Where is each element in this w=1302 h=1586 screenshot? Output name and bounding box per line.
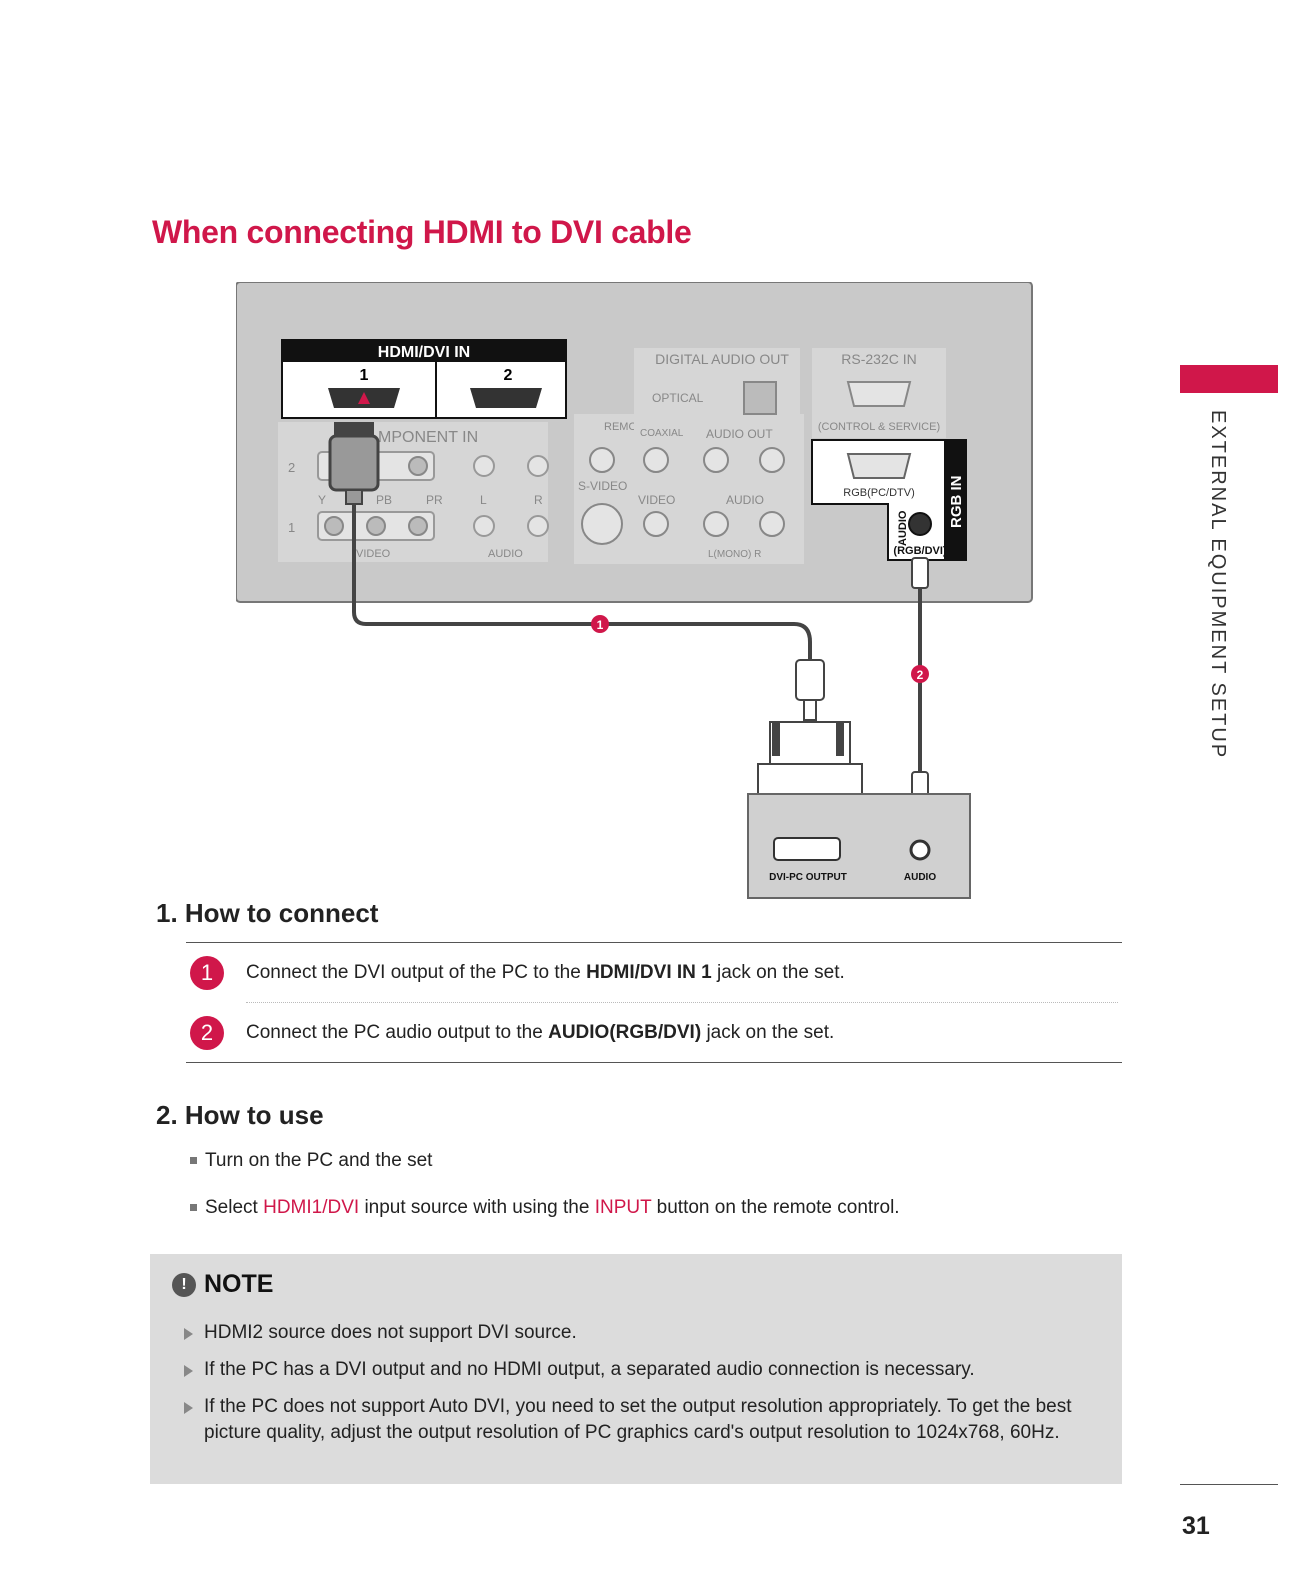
divider <box>186 942 1122 943</box>
footer-rule <box>1180 1484 1278 1485</box>
section-label: EXTERNAL EQUIPMENT SETUP <box>1207 410 1229 760</box>
connect-step-1: 1 Connect the DVI output of the PC to th… <box>190 956 845 990</box>
pc-dvi-output-label: DVI-PC OUTPUT <box>769 872 847 883</box>
comp-y-label: Y <box>318 493 326 507</box>
rgb-port-icon <box>846 453 912 479</box>
control-service-label: (CONTROL & SERVICE) <box>818 421 940 433</box>
pc-audio-label: AUDIO <box>904 872 936 883</box>
badge-1-icon <box>591 615 609 633</box>
rgb-in-bar <box>944 440 966 560</box>
rgb-dvi-label: (RGB/DVI) <box>893 545 947 557</box>
exclamation-icon: ! <box>172 1272 196 1297</box>
pc-audio-jack-icon <box>909 839 931 861</box>
rs232c-port-icon <box>846 381 912 407</box>
dotted-divider <box>246 1002 1118 1003</box>
step-text: Connect the PC audio output to the AUDIO… <box>246 1022 835 1043</box>
bullet-square-icon <box>190 1204 197 1212</box>
badge-2-label: 2 <box>917 668 924 682</box>
divider <box>186 1062 1122 1063</box>
coaxial-label: COAXIAL <box>640 428 684 439</box>
step-number-badge: 2 <box>190 1016 224 1050</box>
triangle-bullet-icon <box>184 1365 193 1377</box>
rs232c-label: RS-232C IN <box>841 351 916 367</box>
rgb-pc-dtv-label: RGB(PC/DTV) <box>843 487 915 499</box>
component-in-label: MPONENT IN <box>378 429 478 446</box>
optical-label: OPTICAL <box>652 391 704 405</box>
how-to-connect-heading: 1. How to connect <box>156 898 379 928</box>
audio-out-r-icon <box>759 447 785 473</box>
audio-bracket-label: AUDIO <box>488 548 523 560</box>
jack-icon <box>408 456 428 476</box>
arrow-up-icon <box>358 392 370 404</box>
badge-1-label: 1 <box>597 618 604 632</box>
hdmi-plug-body <box>328 434 380 492</box>
audio-out-label: AUDIO OUT <box>706 427 773 441</box>
lmono-r-label: L(MONO) R <box>708 549 761 560</box>
connection-diagram: MPONENT IN 2 1 Y PB PR L R VIDEO AUDIO H… <box>236 282 1033 899</box>
badge-2-icon <box>911 665 929 683</box>
triangle-bullet-icon <box>184 1328 193 1340</box>
audio-out-l-icon <box>703 447 729 473</box>
comp-pb-label: PB <box>376 493 392 507</box>
audio-plug-top <box>911 557 929 589</box>
jack-icon <box>473 455 495 477</box>
jack-icon <box>408 516 428 536</box>
note-header: ! NOTE <box>172 1270 273 1299</box>
jack-icon <box>324 516 344 536</box>
s-video-label: S-VIDEO <box>578 479 627 493</box>
note-label: NOTE <box>204 1270 274 1298</box>
hdmi-dvi-header: HDMI/DVI IN <box>378 344 470 361</box>
rgb-in-label: RGB IN <box>948 476 965 529</box>
step-text: Connect the DVI output of the PC to the … <box>246 962 845 983</box>
audio-label: AUDIO <box>726 493 764 507</box>
note-item: If the PC has a DVI output and no HDMI o… <box>184 1357 1084 1383</box>
hdmi-port-1-label: 1 <box>360 367 369 384</box>
triangle-bullet-icon <box>184 1402 193 1414</box>
jack-icon <box>366 516 386 536</box>
audio-vertical-label: AUDIO <box>897 510 909 546</box>
note-item: If the PC does not support Auto DVI, you… <box>184 1394 1084 1446</box>
video-bracket-label: VIDEO <box>356 548 391 560</box>
hdmi-port-2-icon <box>470 388 542 408</box>
audio-l-jack-icon <box>703 511 729 537</box>
row-2-label: 2 <box>288 460 295 475</box>
jack-icon <box>473 515 495 537</box>
optical-port-icon <box>743 381 777 415</box>
coaxial-jack-icon <box>643 447 669 473</box>
dvi-output-port-icon <box>773 837 841 861</box>
page-title: When connecting HDMI to DVI cable <box>152 214 692 250</box>
how-to-use-heading: 2. How to use <box>156 1100 324 1130</box>
jack-icon <box>527 515 549 537</box>
note-box: ! NOTE HDMI2 source does not support DVI… <box>150 1254 1122 1484</box>
use-item: Select HDMI1/DVI input source with using… <box>190 1197 900 1219</box>
video-jack-icon <box>643 511 669 537</box>
remote-jack-icon <box>589 447 615 473</box>
section-tab <box>1180 365 1278 393</box>
page-number: 31 <box>1182 1512 1210 1540</box>
bullet-square-icon <box>190 1157 197 1165</box>
comp-r-label: R <box>534 493 543 507</box>
step-number-badge: 1 <box>190 956 224 990</box>
hdmi-dvi-header-bar <box>282 340 566 362</box>
connect-step-2: 2 Connect the PC audio output to the AUD… <box>190 1016 834 1050</box>
dvi-plug-sleeve <box>795 659 825 701</box>
dvi-cable <box>352 504 812 662</box>
audio-r-jack-icon <box>759 511 785 537</box>
digital-audio-label: DIGITAL AUDIO OUT <box>655 351 789 367</box>
comp-l-label: L <box>480 493 487 507</box>
video-label: VIDEO <box>638 493 675 507</box>
s-video-jack-icon <box>581 503 623 545</box>
rgb-audio-jack-icon <box>908 512 932 536</box>
hdmi-port-2-label: 2 <box>504 367 513 384</box>
row-1-label: 1 <box>288 520 295 535</box>
dvi-screw-left <box>772 722 780 756</box>
use-item: Turn on the PC and the set <box>190 1150 432 1172</box>
note-item: HDMI2 source does not support DVI source… <box>184 1320 1084 1346</box>
dvi-screw-right <box>836 722 844 756</box>
jack-icon <box>527 455 549 477</box>
comp-pr-label: PR <box>426 493 443 507</box>
